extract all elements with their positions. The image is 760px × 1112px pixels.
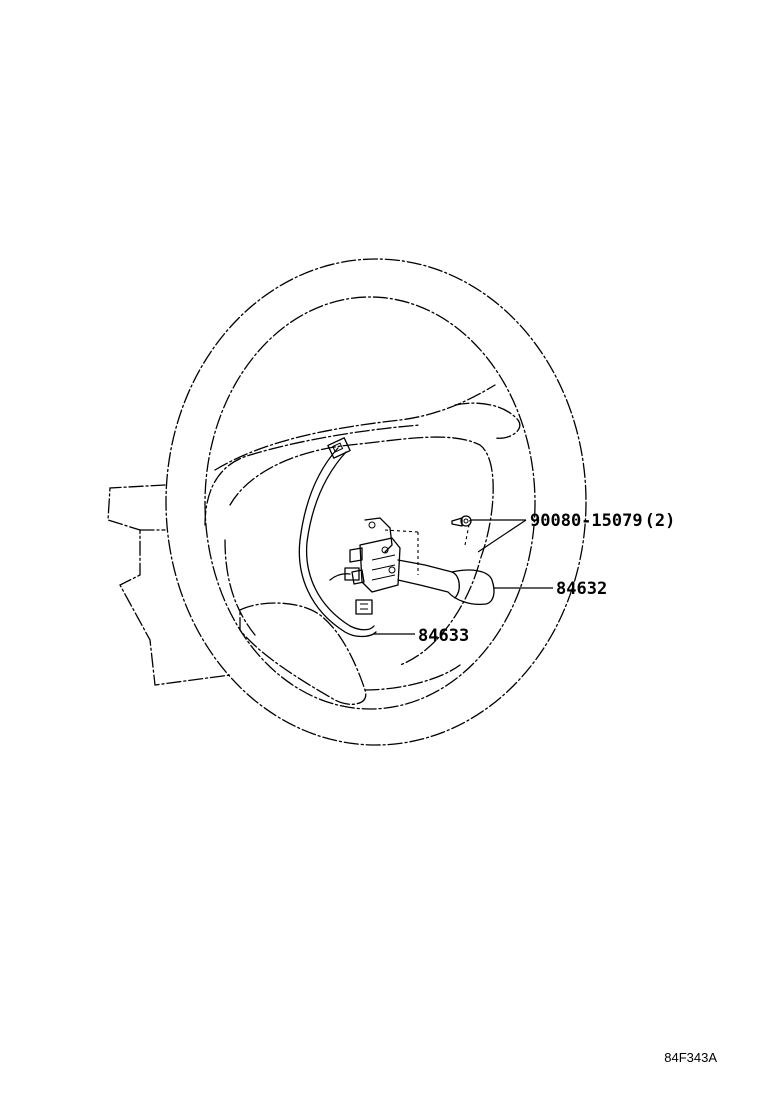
figure-code: 84F343A bbox=[664, 1050, 717, 1065]
screw bbox=[451, 515, 472, 527]
leader-lines bbox=[374, 519, 553, 635]
part-number-screw: 90080-15079 bbox=[530, 511, 643, 531]
wire-harness bbox=[298, 437, 377, 638]
part-label-screw: 90080-15079(2) bbox=[530, 511, 675, 531]
steering-wheel-outline bbox=[107, 258, 587, 746]
part-qty-screw: (2) bbox=[645, 511, 676, 531]
part-label-switch: 84632 bbox=[556, 579, 607, 599]
switch-assembly bbox=[349, 517, 495, 606]
part-label-wire: 84633 bbox=[418, 626, 469, 646]
